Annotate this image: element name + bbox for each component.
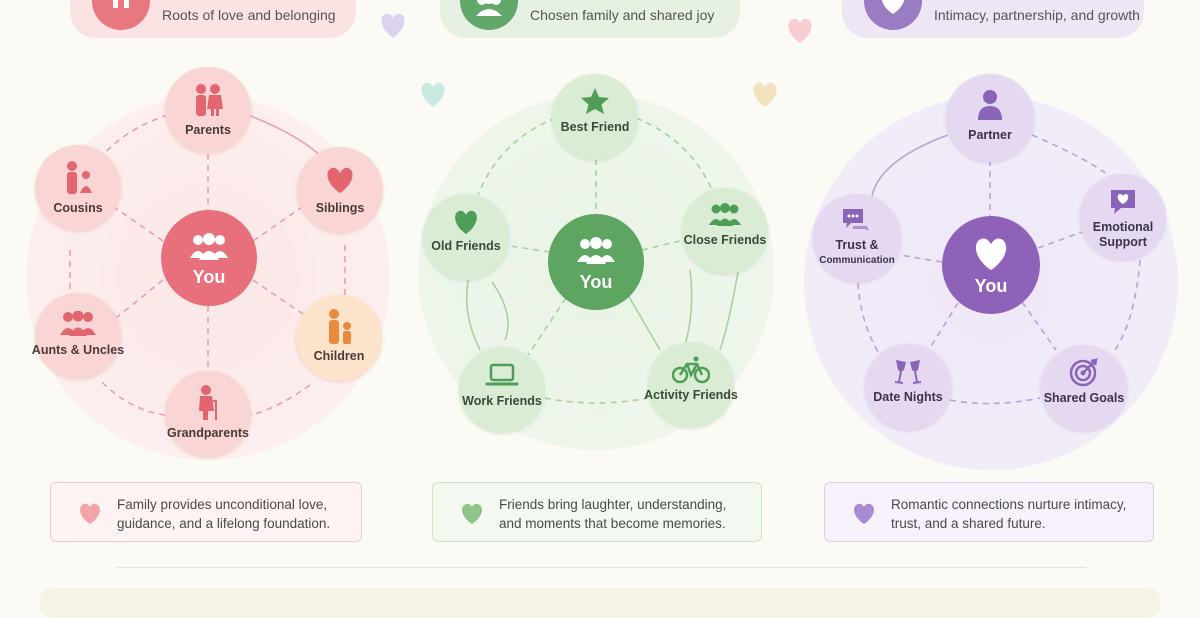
heart-icon [864,0,922,30]
friends-description: Friends bring laughter, understanding, a… [499,497,727,531]
label-date-nights: Date Nights [873,390,943,404]
parent-child-icon [296,309,382,345]
label-communication: Communication [819,255,895,266]
romance-description: Romantic connections nurture intimacy, t… [891,497,1127,531]
node-activity-friends[interactable]: Activity Friends [644,342,738,428]
node-best-friend[interactable]: Best Friend [552,74,638,160]
label-shared-goals: Shared Goals [1043,391,1125,405]
friends-header: Chosen family and shared joy [440,0,740,38]
decorative-heart-icon [753,82,777,107]
bottom-banner [40,588,1160,618]
label-siblings: Siblings [315,201,365,215]
romance-center-you[interactable]: You [942,216,1040,314]
glasses-icon [865,356,951,386]
node-grandparents[interactable]: Grandparents [165,371,251,457]
friends-connections [465,117,741,404]
family-subtitle: Roots of love and belonging [162,7,336,23]
group-icon [35,311,121,337]
laptop-icon [459,362,545,388]
label-grandparents: Grandparents [167,426,249,440]
node-emotional-support[interactable]: Emotional Support [1080,174,1166,260]
heart-icon [462,503,482,524]
node-shared-goals[interactable]: Shared Goals [1041,345,1127,431]
family-description: Family provides unconditional love, guid… [117,497,331,531]
house-icon [92,0,150,30]
family-center-label: You [192,267,226,287]
romance-connections [857,134,1141,405]
connections-diagram [69,110,1141,416]
group-icon [161,232,257,262]
family-description-card: Family provides unconditional love, guid… [50,482,362,542]
decorative-heart-icon [421,82,445,107]
node-work-friends[interactable]: Work Friends [459,347,545,433]
label-old-friends: Old Friends [431,239,501,253]
label-emotional-support: Emotional Support [1092,220,1154,249]
star-icon [552,87,638,115]
friends-description-card: Friends bring laughter, understanding, a… [432,482,762,542]
target-icon [1041,357,1127,387]
romance-center-label: You [974,276,1008,296]
node-old-friends[interactable]: Old Friends [423,194,509,280]
node-aunts-uncles[interactable]: Aunts & Uncles [32,293,124,379]
node-partner[interactable]: Partner [946,74,1034,162]
heart-icon [854,503,874,524]
heart-icon [297,165,383,195]
group-icon [682,203,768,227]
heart-icon [942,236,1040,272]
label-best-friend: Best Friend [560,120,630,134]
heart-icon [80,503,100,524]
node-cousins[interactable]: Cousins [35,145,121,231]
label-trust: Trust & [835,238,879,252]
heart-icon [423,208,509,236]
decorative-heart-icon [788,18,812,43]
people-icon [35,161,121,195]
decorative-heart-icon [381,13,405,38]
divider [116,567,1086,568]
label-activity-friends: Activity Friends [644,388,738,402]
node-trust-communication[interactable]: Trust & Communication [813,194,901,282]
chat-heart-icon [1080,187,1166,217]
label-work-friends: Work Friends [462,394,542,408]
node-children[interactable]: Children [296,295,382,381]
node-date-nights[interactable]: Date Nights [865,344,951,430]
chat-icon [813,206,901,234]
group-icon [460,0,518,30]
label-partner: Partner [968,128,1012,142]
group-icon [548,236,644,266]
romance-subtitle: Intimacy, partnership, and growth [934,7,1140,23]
label-aunts-uncles: Aunts & Uncles [31,343,125,357]
node-parents[interactable]: Parents [165,67,251,153]
friends-center-label: You [579,272,613,292]
friends-subtitle: Chosen family and shared joy [530,7,715,23]
parents-icon [165,83,251,117]
family-center-you[interactable]: You [161,210,257,306]
family-header: Roots of love and belonging [70,0,356,38]
label-cousins: Cousins [53,201,103,215]
person-icon [946,89,1034,121]
romance-description-card: Romantic connections nurture intimacy, t… [824,482,1154,542]
romance-header: Intimacy, partnership, and growth [842,0,1144,38]
node-siblings[interactable]: Siblings [297,147,383,233]
friends-center-you[interactable]: You [548,214,644,310]
label-children: Children [313,349,365,363]
elder-icon [165,385,251,421]
node-close-friends[interactable]: Close Friends [682,188,768,274]
bicycle-icon [648,356,734,384]
label-close-friends: Close Friends [683,233,767,247]
label-parents: Parents [185,123,231,137]
